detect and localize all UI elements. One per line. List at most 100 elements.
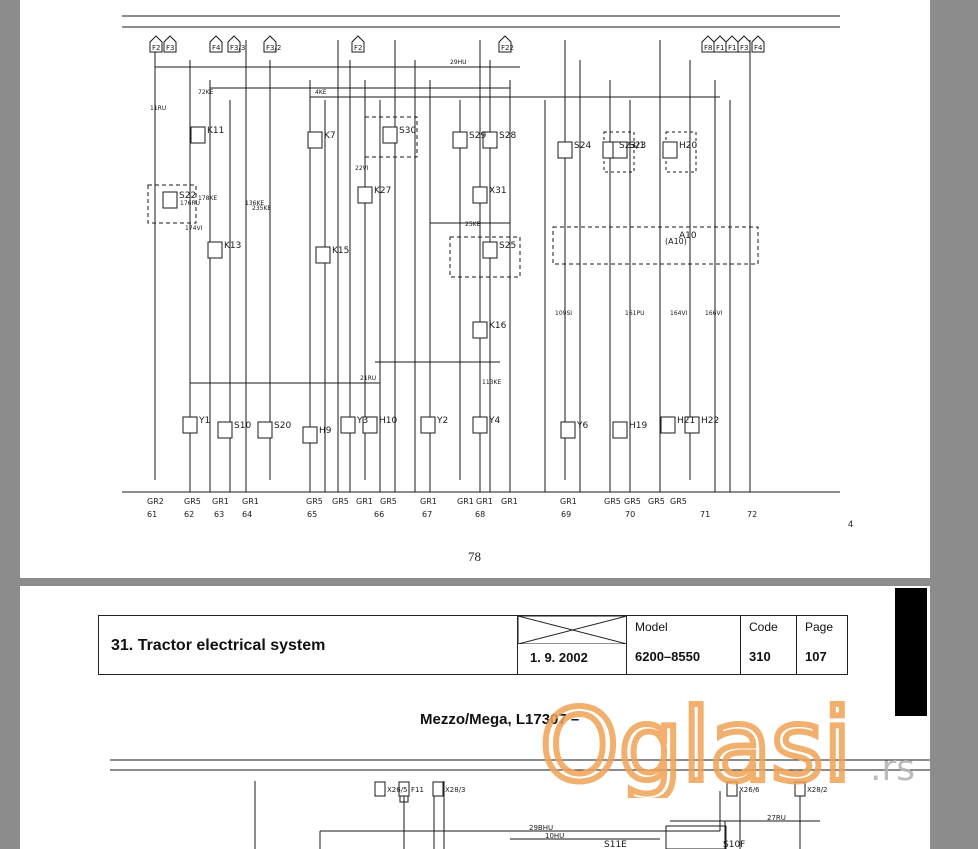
wire-label: 109SI <box>555 310 572 317</box>
wire-label: 178KE <box>198 195 217 202</box>
component-label: S10F <box>723 840 745 849</box>
component-symbol <box>660 416 676 434</box>
component-label: H22 <box>701 416 719 426</box>
component-label: K27 <box>374 186 391 196</box>
ground-label: GR1 <box>501 497 518 506</box>
connector-label: F3 <box>740 44 748 52</box>
connector-flag-icon <box>701 35 715 53</box>
component-symbol <box>662 141 678 159</box>
ground-label: GR5 <box>184 497 201 506</box>
ground-label: GR1 <box>476 497 493 506</box>
column-number: 72 <box>747 510 757 519</box>
component-symbol <box>315 246 331 264</box>
component-label: K13 <box>224 241 241 251</box>
document-title: 31. Tractor electrical system <box>111 637 326 654</box>
component-label: X31 <box>489 186 507 196</box>
column-number: 63 <box>214 510 224 519</box>
connector-label: X28/2 <box>807 786 828 794</box>
wire-label: 113KE <box>482 379 501 386</box>
ground-label: GR5 <box>306 497 323 506</box>
connector-flag-icon <box>227 35 241 53</box>
component-label: S22 <box>179 191 196 201</box>
connector-label: F3/3 <box>230 44 245 52</box>
component-label: S25 <box>499 241 516 251</box>
wire-label: 176RU <box>180 200 200 207</box>
component-label: Y3 <box>356 416 368 426</box>
ground-label: GR1 <box>560 497 577 506</box>
column-number: 65 <box>307 510 317 519</box>
component-label: Y4 <box>488 416 500 426</box>
connector-label: F22 <box>501 44 514 52</box>
connector-flag-icon <box>209 35 223 53</box>
connector-symbol <box>794 781 806 797</box>
component-label: S29 <box>469 131 486 141</box>
cross-box <box>518 616 627 644</box>
wire-label: 72KE <box>198 89 214 96</box>
connector-label: F2 <box>152 44 160 52</box>
revision-date: 1. 9. 2002 <box>530 650 588 665</box>
page-number: 78 <box>468 549 481 564</box>
component-label: S28 <box>499 131 516 141</box>
component-symbol <box>307 131 323 149</box>
connector-label: F3/2 <box>266 44 281 52</box>
connector-label: F11 <box>411 786 424 794</box>
title-block: 31. Tractor electrical system 1. 9. 2002… <box>98 615 848 675</box>
component-symbol <box>482 241 498 259</box>
wire-label: 10HU <box>545 832 564 840</box>
ground-label: GR5 <box>604 497 621 506</box>
component-label: Y6 <box>576 421 588 431</box>
connector-flag-icon <box>737 35 751 53</box>
component-label: Y1 <box>198 416 210 426</box>
connector-symbol <box>726 781 738 797</box>
page-edge-tab <box>895 588 927 716</box>
page-value: 107 <box>805 649 827 664</box>
connector-label: X28/3 <box>445 786 466 794</box>
ground-label: GR5 <box>648 497 665 506</box>
component-label: Y2 <box>436 416 448 426</box>
connector-symbol <box>432 781 444 797</box>
a10-label: (A10) <box>665 237 687 246</box>
component-label: H19 <box>629 421 647 431</box>
component-symbol <box>217 421 233 439</box>
column-number: 62 <box>184 510 194 519</box>
component-symbol <box>162 191 178 209</box>
component-label: H20 <box>679 141 697 151</box>
code-header: Code <box>749 620 778 634</box>
column-number: 66 <box>374 510 384 519</box>
wire-label: 29BHU <box>529 824 553 832</box>
document-page-bottom: 31. Tractor electrical system 1. 9. 2002… <box>20 586 930 849</box>
wire-label: 174VI <box>185 225 203 232</box>
page-cell: Page 107 <box>796 616 848 674</box>
component-label: A10 <box>679 231 697 241</box>
column-number: 71 <box>700 510 710 519</box>
wire-label: 4KE <box>315 89 327 96</box>
component-symbol <box>357 186 373 204</box>
connector-flag-icon <box>351 35 365 53</box>
wire-label: 164VI <box>670 310 688 317</box>
wire-label: 25KE <box>465 221 481 228</box>
ground-label: GR2 <box>147 497 164 506</box>
component-symbol <box>482 131 498 149</box>
connector-symbol <box>374 781 386 797</box>
component-symbol <box>257 421 273 439</box>
wire-label: 22VI <box>355 165 369 172</box>
ground-label: GR5 <box>380 497 397 506</box>
component-label: S23 <box>629 141 646 151</box>
connector-label: F4 <box>754 44 763 52</box>
connector-flag-icon <box>263 35 277 53</box>
code-cell: Code 310 <box>740 616 797 674</box>
component-symbol <box>182 416 198 434</box>
column-number: 68 <box>475 510 485 519</box>
component-symbol <box>612 141 628 159</box>
ground-label: GR5 <box>332 497 349 506</box>
ground-label: GR1 <box>356 497 373 506</box>
wire-label: 235KE <box>252 205 271 212</box>
wire-label: 136KE <box>245 200 264 207</box>
wire-label: 166VI <box>705 310 723 317</box>
connector-flag-icon <box>149 35 163 53</box>
component-symbol <box>382 126 398 144</box>
connector-label: F2 <box>354 44 362 52</box>
